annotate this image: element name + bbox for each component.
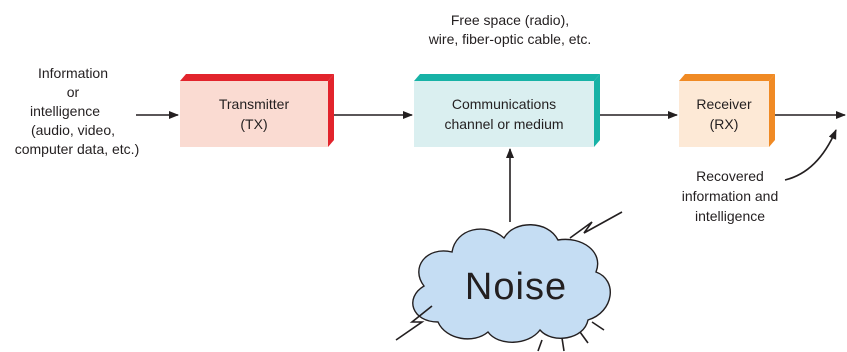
noise-ray bbox=[537, 339, 543, 352]
channel-block-top-edge bbox=[414, 74, 600, 81]
receiver-block bbox=[679, 74, 775, 147]
noise-label: Noise bbox=[465, 266, 567, 308]
channel-label-line: channel or medium bbox=[444, 116, 564, 132]
receiver-block-face bbox=[679, 81, 769, 147]
noise-ray bbox=[579, 331, 589, 344]
output-label-line: intelligence bbox=[694, 208, 766, 224]
receiver-label-line: Receiver bbox=[696, 96, 752, 112]
receiver-label: Receiver (RX) bbox=[679, 94, 769, 134]
output-label: Recovered information and intelligence bbox=[660, 166, 800, 226]
lightning-bolt-lower bbox=[395, 305, 433, 341]
output-label-line: information and bbox=[681, 188, 779, 204]
transmitter-block bbox=[180, 74, 334, 147]
transmitter-label: Transmitter (TX) bbox=[180, 94, 328, 134]
noise-ray bbox=[561, 337, 565, 352]
receiver-label-line: (RX) bbox=[709, 116, 739, 132]
transmitter-label-line: Transmitter bbox=[218, 96, 290, 112]
transmitter-label-line: (TX) bbox=[240, 116, 268, 132]
channel-label: Communications channel or medium bbox=[414, 94, 594, 134]
lightning-bolt-upper bbox=[569, 211, 623, 239]
input-label-line: (audio, video, bbox=[30, 122, 116, 138]
noise-ray bbox=[591, 321, 605, 331]
transmitter-block-top-edge bbox=[180, 74, 334, 81]
noise-rays bbox=[537, 321, 605, 352]
transmitter-block-side-edge bbox=[328, 74, 334, 147]
receiver-block-side-edge bbox=[769, 74, 775, 147]
output-label-line: Recovered bbox=[696, 168, 764, 184]
noise-cloud bbox=[412, 224, 611, 343]
input-label-line: Information bbox=[37, 65, 109, 81]
channel-block bbox=[414, 74, 600, 147]
channel-label-line: Communications bbox=[451, 96, 557, 112]
input-label-line: or bbox=[66, 84, 80, 100]
input-label-line: computer data, etc.) bbox=[14, 141, 140, 157]
channel-note-line: wire, fiber-optic cable, etc. bbox=[428, 31, 592, 47]
channel-block-face bbox=[414, 81, 594, 147]
recovered-pointer-arrow bbox=[784, 129, 837, 181]
channel-note-line: Free space (radio), bbox=[450, 12, 570, 28]
input-label-line: intelligence bbox=[29, 103, 101, 119]
input-label: Information or intelligence (audio, vide… bbox=[8, 64, 146, 159]
channel-note: Free space (radio), wire, fiber-optic ca… bbox=[400, 11, 620, 49]
receiver-block-top-edge bbox=[679, 74, 775, 81]
transmitter-block-face bbox=[180, 81, 328, 147]
channel-block-side-edge bbox=[594, 74, 600, 147]
